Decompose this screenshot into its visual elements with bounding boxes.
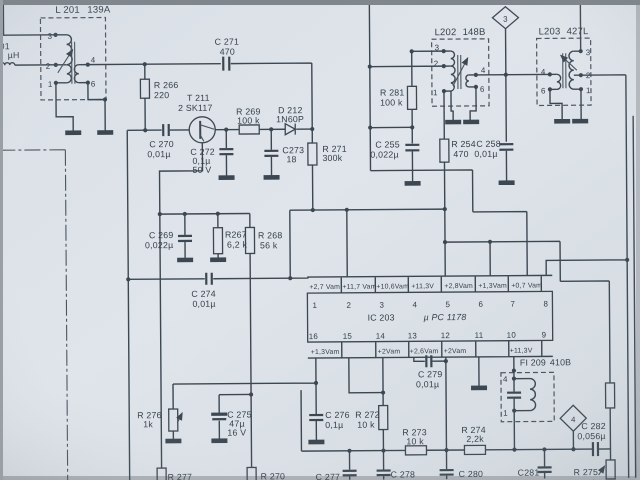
photo-edge-top xyxy=(0,0,640,5)
photo-edge-left xyxy=(0,0,3,480)
